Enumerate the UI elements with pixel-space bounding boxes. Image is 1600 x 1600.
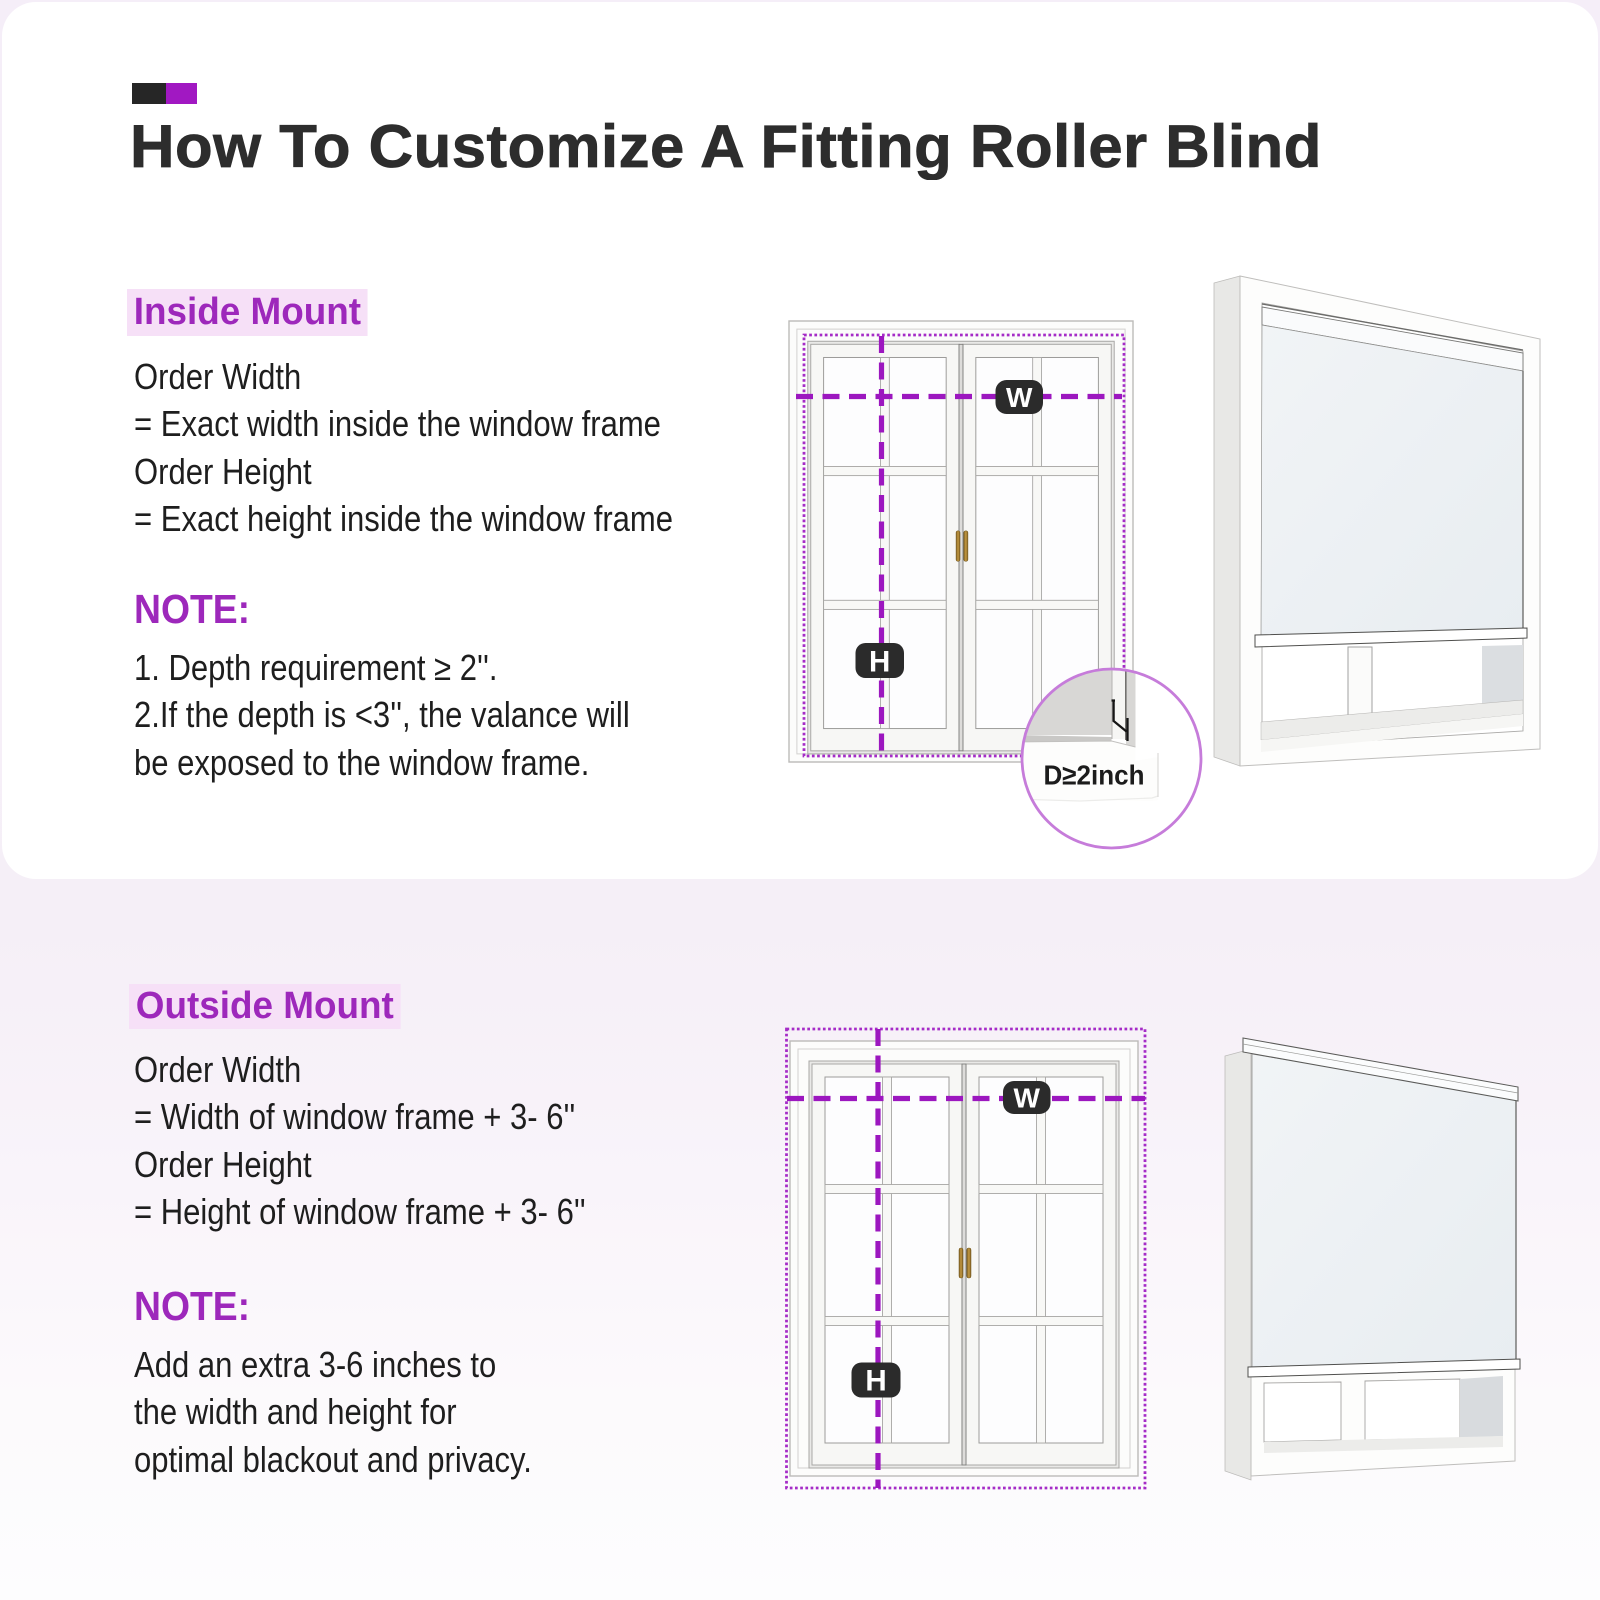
svg-text:H: H: [869, 646, 890, 679]
svg-text:D≥2inch: D≥2inch: [1043, 760, 1144, 791]
svg-text:W: W: [1013, 1083, 1040, 1114]
svg-text:W: W: [1006, 382, 1033, 413]
svg-text:H: H: [865, 1365, 886, 1398]
